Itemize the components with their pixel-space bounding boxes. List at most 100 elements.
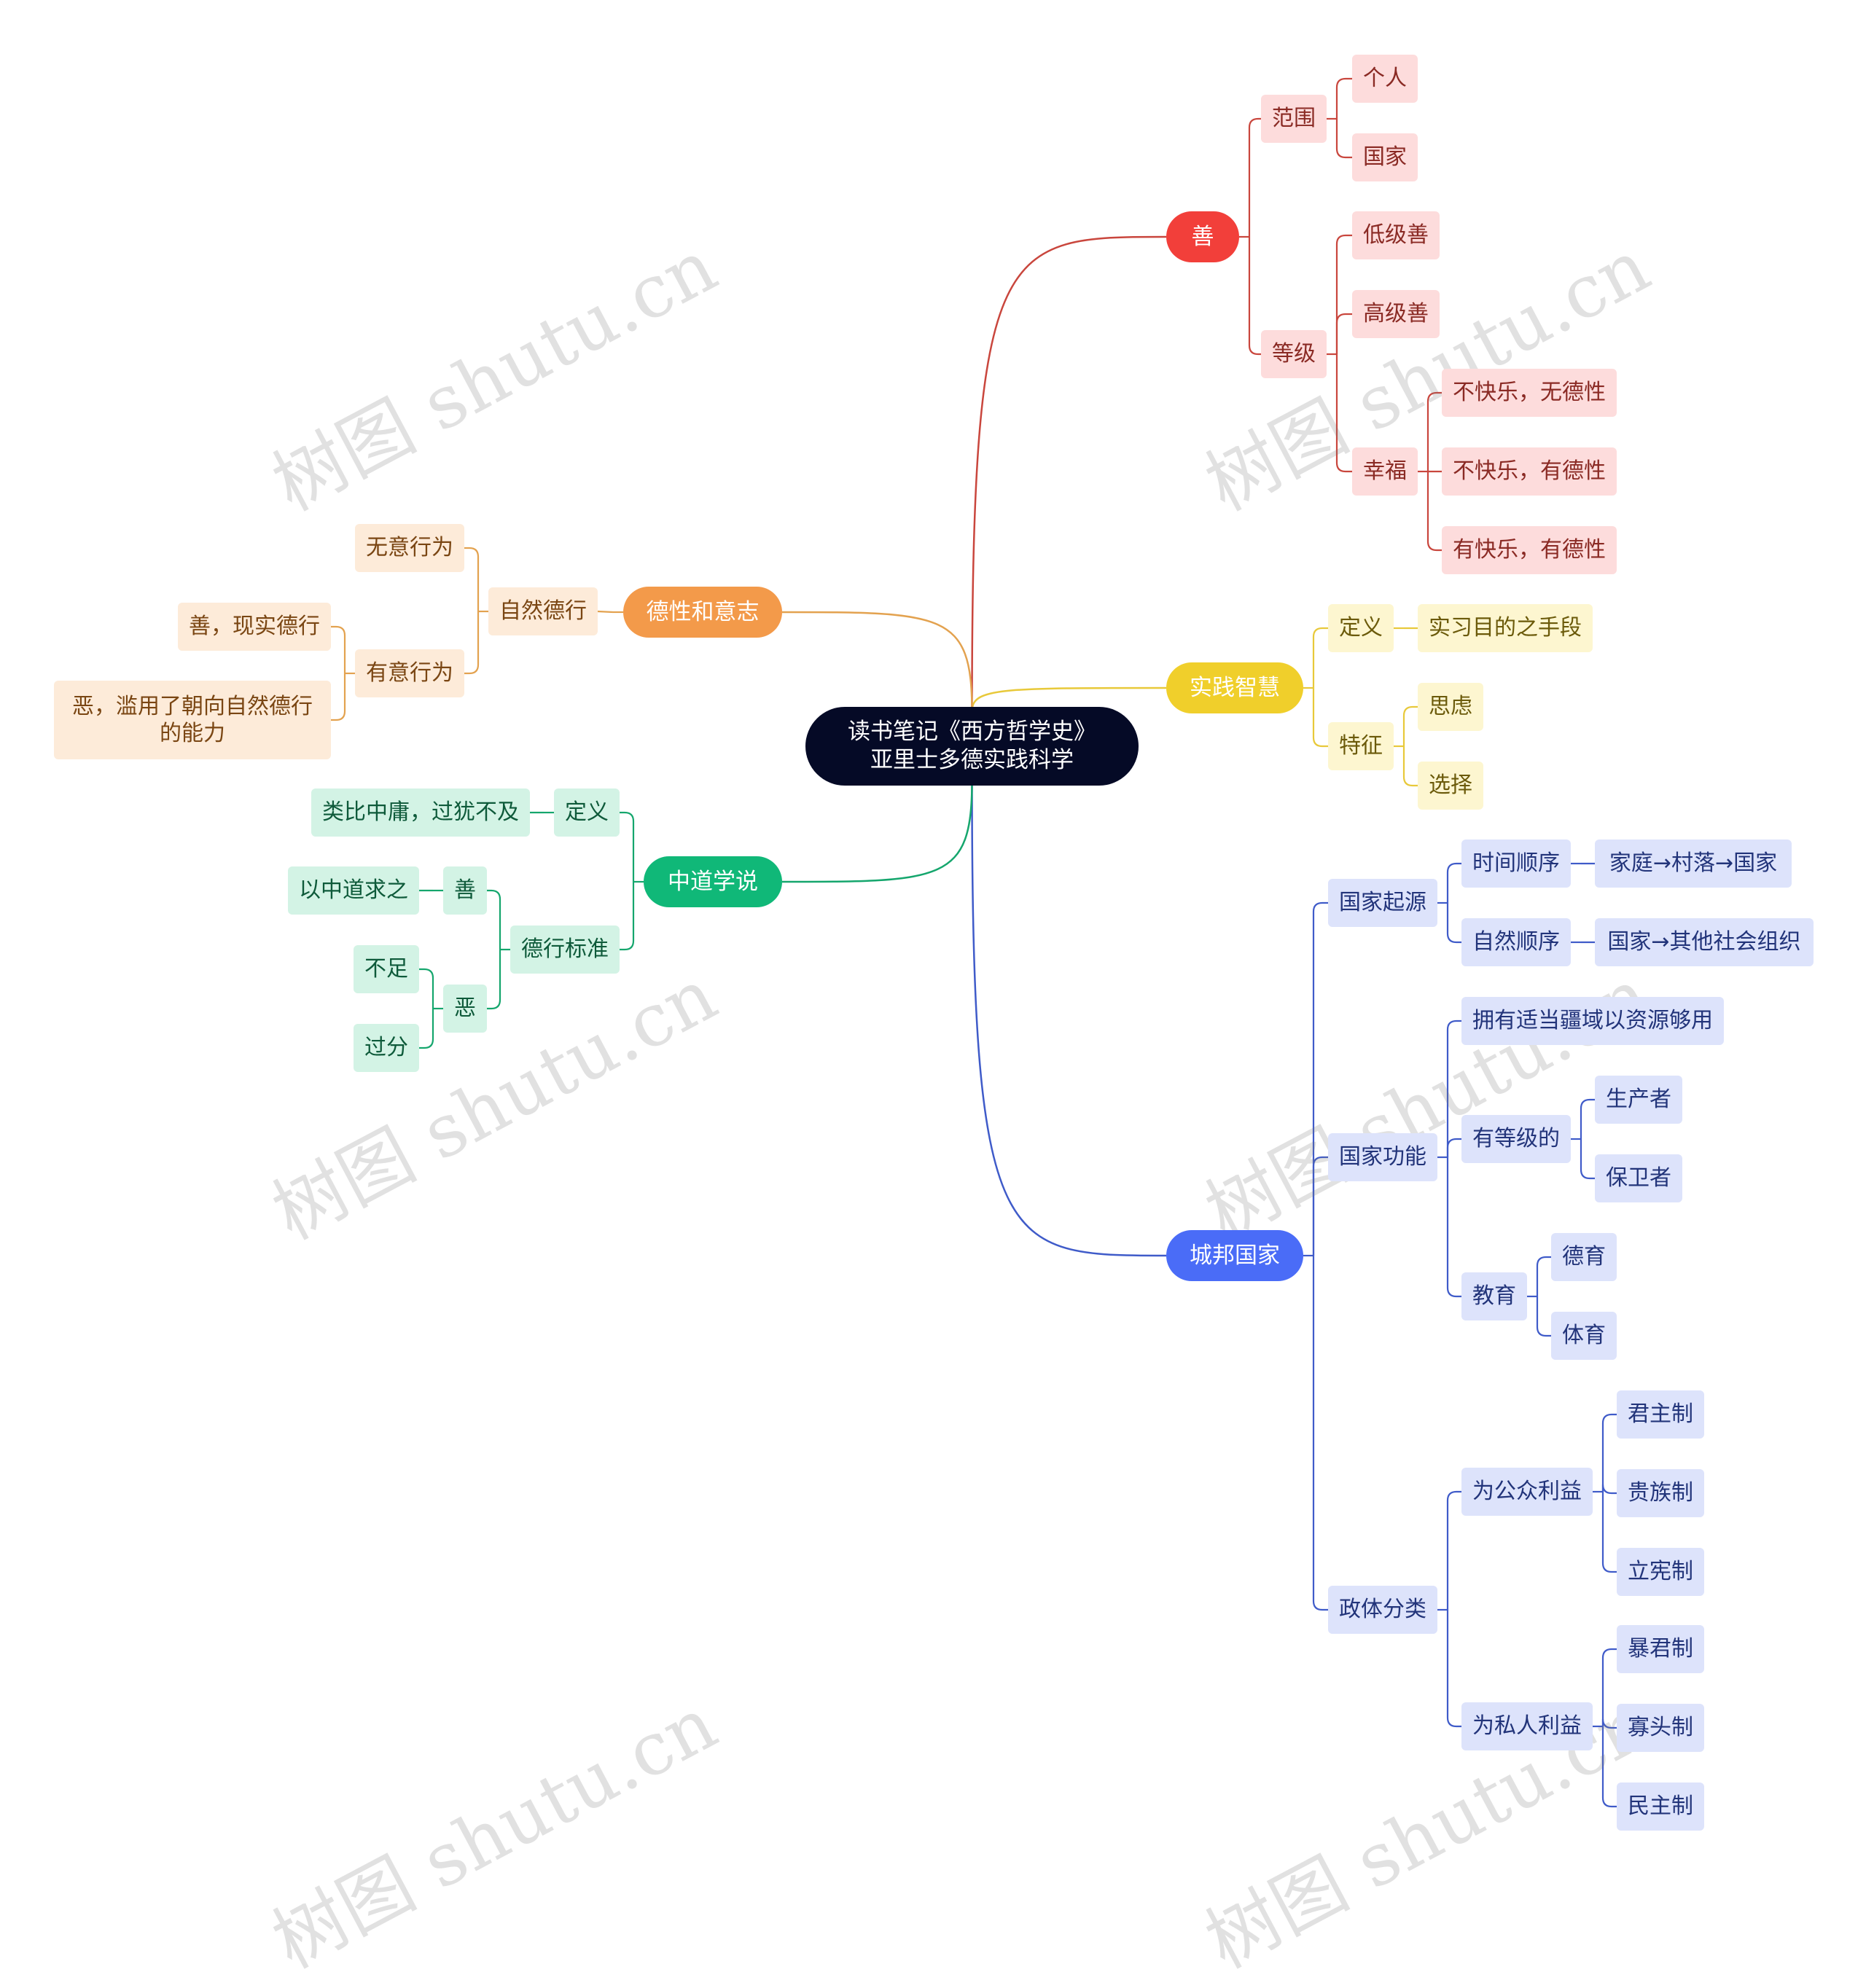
node-dingyi[interactable]: 定义 bbox=[1328, 604, 1394, 652]
node-baoweizhe[interactable]: 保卫者 bbox=[1595, 1154, 1682, 1202]
node-shengchanzhe[interactable]: 生产者 bbox=[1595, 1076, 1682, 1124]
connector-line bbox=[487, 889, 501, 950]
node-jiating-cunluo-guojia[interactable]: 家庭→村落→国家 bbox=[1595, 840, 1792, 888]
node-xingfu-a[interactable]: 不快乐，无德性 bbox=[1442, 369, 1617, 417]
connector-line bbox=[1446, 1157, 1461, 1298]
node-youyixingwei[interactable]: 有意行为 bbox=[355, 649, 464, 697]
connector-line bbox=[1402, 746, 1418, 787]
connector-line bbox=[1446, 1610, 1461, 1728]
connector-line bbox=[1312, 1156, 1328, 1256]
node-deyu[interactable]: 德育 bbox=[1551, 1233, 1617, 1281]
mindmap-canvas: 树图 shutu.cn 树图 shutu.cn 树图 shutu.cn 树图 s… bbox=[54, 55, 1814, 1985]
connector-line bbox=[1248, 117, 1261, 237]
node-guojiagongneng[interactable]: 国家功能 bbox=[1328, 1133, 1437, 1181]
node-fanwei[interactable]: 范围 bbox=[1261, 95, 1327, 143]
node-shan-xianshidexing[interactable]: 善，现实德行 bbox=[178, 603, 331, 651]
node-jiaoyu[interactable]: 教育 bbox=[1461, 1272, 1527, 1320]
node-yizhongdaoqiuzhi[interactable]: 以中道求之 bbox=[288, 866, 419, 915]
node-zhongdao-dingyi[interactable]: 定义 bbox=[554, 788, 620, 837]
branch-shijianzhihui[interactable]: 实践智慧 bbox=[1166, 662, 1303, 713]
connector-line bbox=[781, 611, 973, 712]
node-tezheng[interactable]: 特征 bbox=[1328, 722, 1394, 770]
watermark: 树图 shutu.cn bbox=[259, 952, 730, 1256]
node-geren[interactable]: 个人 bbox=[1352, 55, 1418, 103]
connector-line bbox=[1446, 1138, 1461, 1157]
node-guizuzhi[interactable]: 贵族制 bbox=[1617, 1469, 1704, 1517]
connector-line bbox=[1601, 1718, 1617, 1729]
node-xingfu-b[interactable]: 不快乐，有德性 bbox=[1442, 447, 1617, 496]
root-title-line2: 亚里士多德实践科学 bbox=[870, 747, 1074, 773]
connector-line bbox=[1248, 237, 1261, 356]
connector-line bbox=[1601, 1484, 1617, 1495]
connector-line bbox=[1601, 1413, 1617, 1492]
node-lixianzhi[interactable]: 立宪制 bbox=[1617, 1548, 1704, 1596]
branch-zhongdaoxueshuo[interactable]: 中道学说 bbox=[644, 856, 782, 907]
connector-line bbox=[620, 882, 635, 951]
node-guojia-qita[interactable]: 国家→其他社会组织 bbox=[1595, 918, 1814, 966]
node-shijianshunxu[interactable]: 时间顺序 bbox=[1461, 840, 1571, 888]
connector-line bbox=[331, 673, 346, 721]
node-zirandexing[interactable]: 自然德行 bbox=[488, 587, 598, 635]
node-baojunzhi[interactable]: 暴君制 bbox=[1617, 1625, 1704, 1673]
connector-line bbox=[464, 547, 480, 611]
node-dexingbiaozhun[interactable]: 德行标准 bbox=[510, 925, 620, 974]
node-xingfu-c[interactable]: 有快乐，有德性 bbox=[1442, 526, 1617, 574]
connector-line bbox=[1446, 1490, 1461, 1610]
connector-line bbox=[781, 780, 973, 883]
node-buzu[interactable]: 不足 bbox=[354, 945, 419, 993]
node-junzhuzhi[interactable]: 君主制 bbox=[1617, 1390, 1704, 1439]
node-gongzhongliyi[interactable]: 为公众利益 bbox=[1461, 1468, 1593, 1516]
node-tiyu[interactable]: 体育 bbox=[1551, 1312, 1617, 1360]
connector-line bbox=[1580, 1098, 1595, 1139]
node-guojia[interactable]: 国家 bbox=[1352, 133, 1418, 181]
watermark: 树图 shutu.cn bbox=[259, 223, 730, 528]
branch-shan[interactable]: 善 bbox=[1166, 211, 1239, 262]
connector-line bbox=[971, 235, 1167, 712]
connector-line bbox=[1312, 901, 1328, 1256]
connector-line bbox=[1426, 391, 1442, 471]
connector-line bbox=[1446, 1020, 1461, 1157]
branch-dexingheyizhi[interactable]: 德性和意志 bbox=[623, 587, 782, 638]
connector-line bbox=[1536, 1296, 1551, 1337]
node-xuanze[interactable]: 选择 bbox=[1418, 762, 1483, 810]
node-guojiaqiyuan[interactable]: 国家起源 bbox=[1328, 879, 1437, 927]
connector-line bbox=[1601, 1726, 1617, 1808]
connector-line bbox=[1335, 313, 1352, 354]
node-gaojishan[interactable]: 高级善 bbox=[1352, 290, 1440, 338]
connector-line bbox=[1312, 627, 1328, 688]
connector-line bbox=[419, 968, 434, 1009]
node-xingfu[interactable]: 幸福 bbox=[1352, 447, 1418, 496]
node-youdengji[interactable]: 有等级的 bbox=[1461, 1115, 1571, 1163]
node-leibi-zhongyong[interactable]: 类比中庸，过犹不及 bbox=[311, 788, 530, 837]
node-guofen[interactable]: 过分 bbox=[354, 1024, 419, 1072]
connector-line bbox=[1335, 77, 1352, 119]
connector-line bbox=[620, 811, 635, 882]
node-shixi-mudi[interactable]: 实习目的之手段 bbox=[1418, 604, 1593, 652]
node-ziranshunxu[interactable]: 自然顺序 bbox=[1461, 918, 1571, 966]
connector-line bbox=[419, 1009, 434, 1049]
connector-line bbox=[1402, 705, 1418, 746]
node-sirenliyi[interactable]: 为私人利益 bbox=[1461, 1702, 1593, 1750]
node-wuyixingwei[interactable]: 无意行为 bbox=[355, 524, 464, 572]
node-silv[interactable]: 思虑 bbox=[1418, 683, 1483, 731]
connector-line bbox=[1335, 119, 1352, 159]
connector-line bbox=[1446, 862, 1461, 903]
connector-line bbox=[464, 611, 480, 675]
node-minzhuzhi[interactable]: 民主制 bbox=[1617, 1782, 1704, 1831]
node-zhongdao-e[interactable]: 恶 bbox=[443, 985, 487, 1033]
node-e-lanyong[interactable]: 恶，滥用了朝向自然德行的能力 bbox=[54, 681, 331, 759]
node-dijishan[interactable]: 低级善 bbox=[1352, 211, 1440, 259]
node-dengji[interactable]: 等级 bbox=[1261, 330, 1327, 378]
connector-line bbox=[971, 780, 1167, 1257]
watermark: 树图 shutu.cn bbox=[259, 1680, 730, 1985]
root-node[interactable]: 读书笔记《西方哲学史》 亚里士多德实践科学 bbox=[805, 707, 1139, 786]
connector-line bbox=[1335, 234, 1352, 354]
branch-chengbangguojia[interactable]: 城邦国家 bbox=[1166, 1230, 1303, 1281]
connector-line bbox=[1601, 1492, 1617, 1573]
connector-line bbox=[1580, 1139, 1595, 1180]
node-zhengtifenlei[interactable]: 政体分类 bbox=[1328, 1586, 1437, 1634]
connector-line bbox=[487, 950, 501, 1010]
node-zhongdao-shan[interactable]: 善 bbox=[443, 866, 487, 915]
node-jiangyu[interactable]: 拥有适当疆域以资源够用 bbox=[1461, 997, 1724, 1045]
node-guatouzhi[interactable]: 寡头制 bbox=[1617, 1704, 1704, 1752]
